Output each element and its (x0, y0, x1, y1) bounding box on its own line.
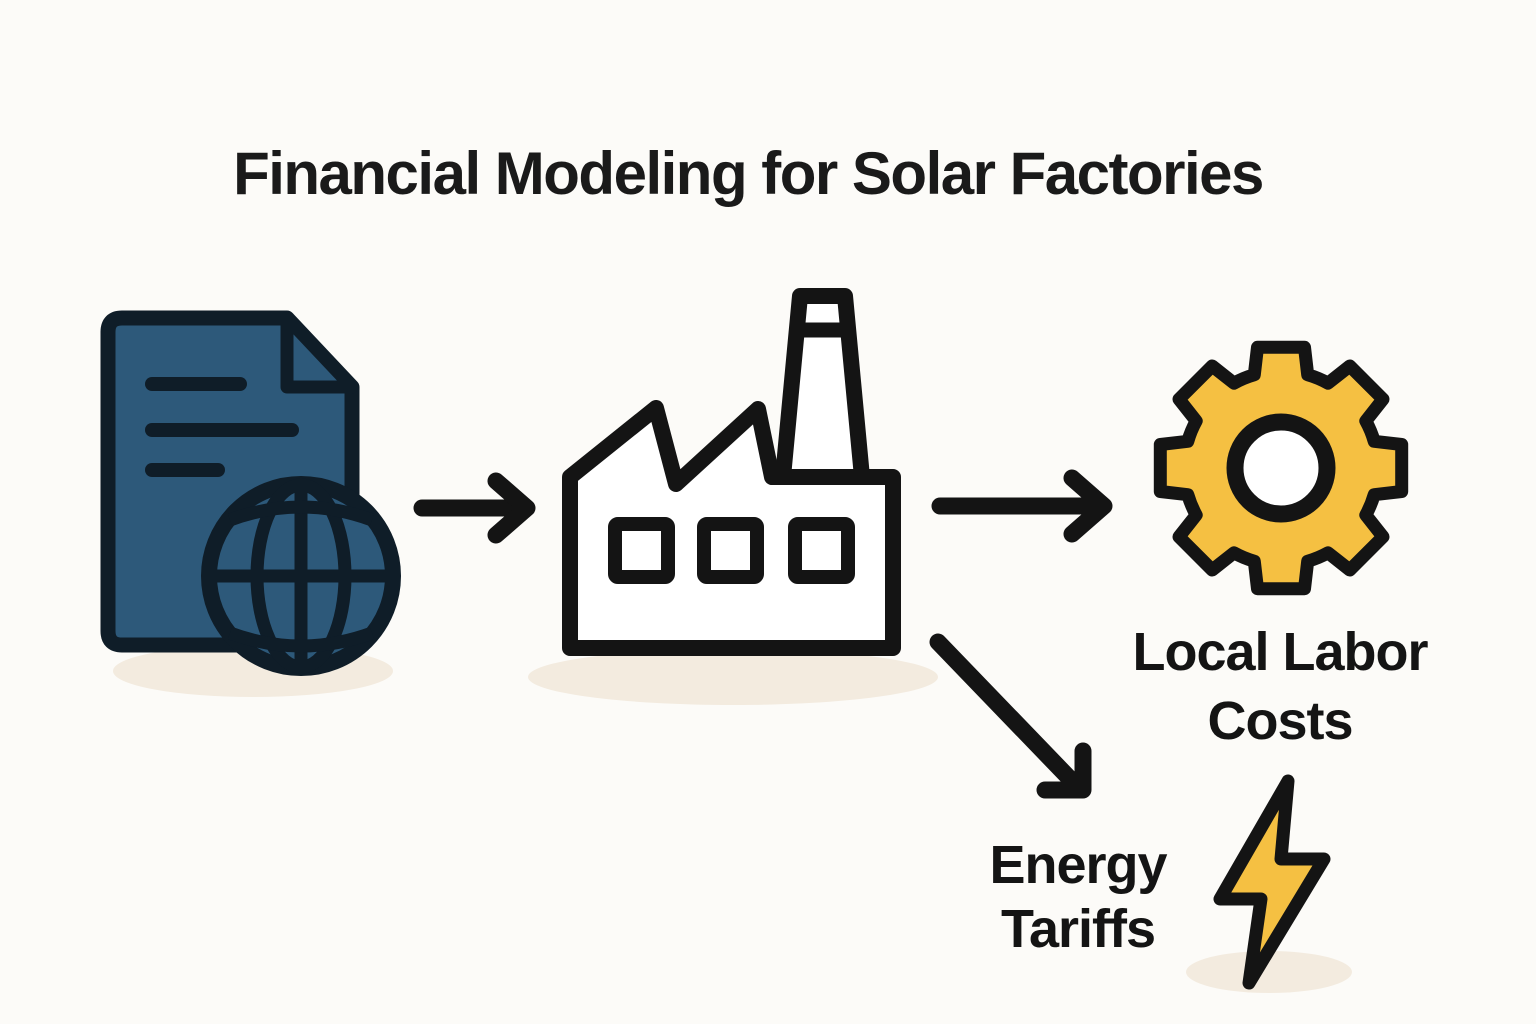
document-fold-corner (280, 311, 359, 394)
factory-chimney (775, 288, 870, 478)
local-labor-costs-label: Local Labor Costs (1132, 622, 1428, 752)
arrow-doc-to-factory-icon (413, 472, 536, 544)
arrow-factory-to-energy-icon (929, 633, 1092, 799)
document-globe-icon (100, 310, 401, 676)
globe-parallel-upper (227, 500, 375, 527)
lightning-bolt-icon (1213, 774, 1331, 990)
page-title: Financial Modeling for Solar Factories (233, 140, 1264, 207)
arrow-factory-to-gear-icon (931, 469, 1113, 543)
arrow-head (487, 472, 536, 544)
factory-icon (562, 288, 901, 656)
gear-icon (1153, 340, 1409, 596)
lightning-shadow (1186, 951, 1352, 993)
energy-tariffs-label: Energy Tariffs (989, 835, 1167, 959)
globe-gridlines (211, 478, 391, 674)
factory-window (788, 517, 855, 584)
factory-window (608, 517, 675, 584)
globe-icon (201, 476, 401, 676)
arrow-head (1063, 469, 1113, 543)
factory-windows (608, 517, 855, 584)
factory-shadow (528, 649, 938, 705)
factory-window (697, 517, 764, 584)
arrow-head (1036, 742, 1092, 799)
arrow-shaft (929, 633, 1081, 790)
gear-hole (1226, 413, 1336, 523)
document-text-lines (145, 377, 299, 477)
globe-parallel-lower (227, 626, 375, 653)
